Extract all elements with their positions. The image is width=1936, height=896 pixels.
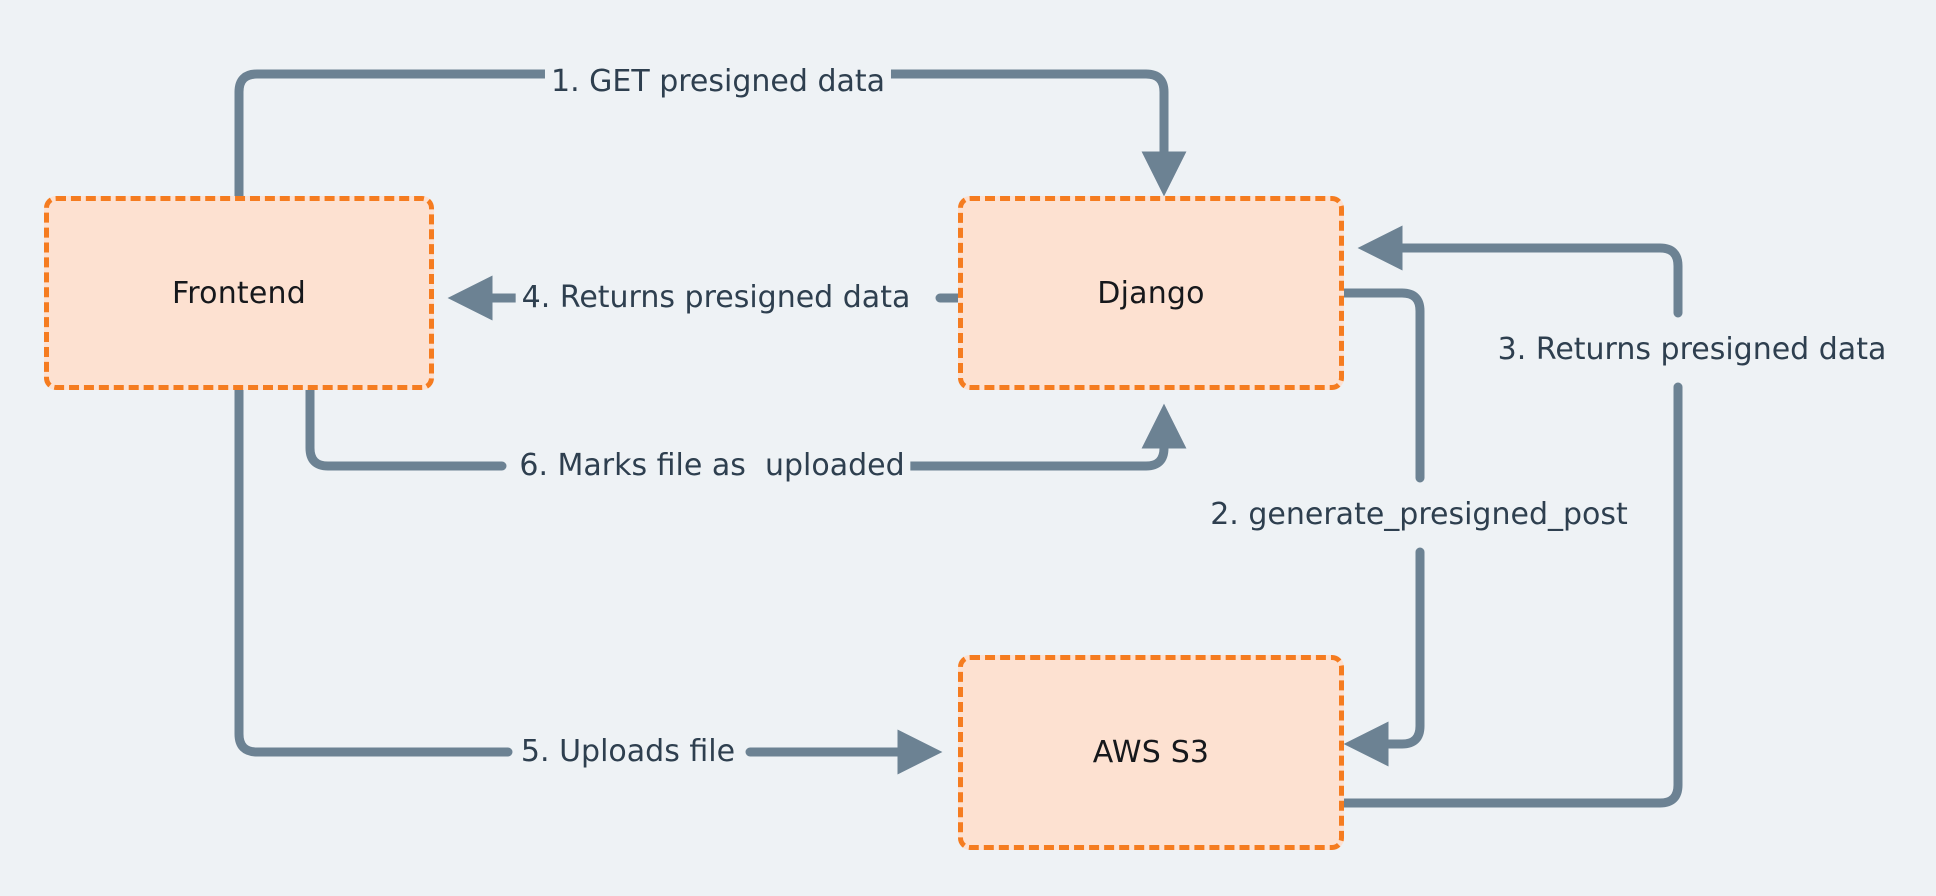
connector-1-get-presigned-data [234, 69, 1164, 196]
connector-5-uploads-file [234, 385, 928, 752]
edge-label-2: 2. generate_presigned_post [1204, 497, 1634, 533]
edge-label-6: 6. Marks file as uploaded [513, 448, 911, 484]
edge-label-4: 4. Returns presigned data [515, 280, 917, 316]
edge-label-3: 3. Returns presigned data [1491, 332, 1893, 368]
connector-2-generate-presigned-post [1344, 288, 1425, 744]
connector-3-returns-presigned-data [1344, 248, 1683, 808]
node-django-label: Django [1097, 275, 1205, 311]
connector-6-marks-file-as-uploaded [305, 390, 1164, 471]
node-frontend-label: Frontend [172, 275, 306, 311]
node-aws-s3-label: AWS S3 [1092, 735, 1210, 770]
edge-label-1: 1. GET presigned data [544, 64, 892, 100]
node-aws-s3[interactable]: AWS S3 [958, 655, 1344, 850]
edge-label-5: 5. Uploads file [514, 734, 742, 770]
node-frontend[interactable]: Frontend [44, 196, 434, 390]
node-django[interactable]: Django [958, 196, 1344, 390]
